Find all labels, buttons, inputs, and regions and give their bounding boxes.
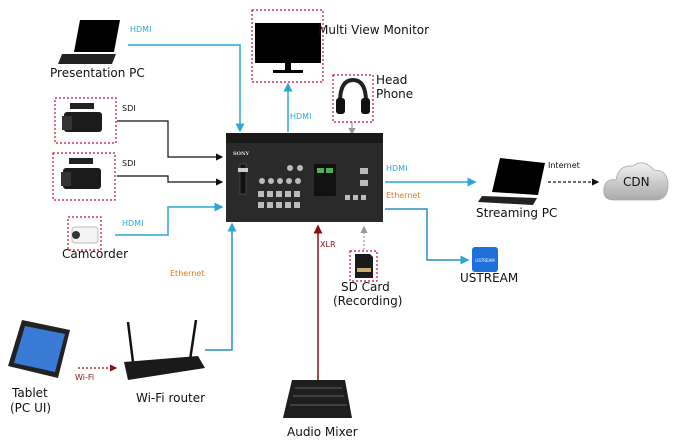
ustream-ethernet-label: Ethernet (386, 191, 420, 200)
cloud-icon (603, 162, 669, 201)
svg-text:USTREAM: USTREAM (460, 271, 518, 285)
tablet-icon (8, 320, 70, 378)
cam1-sdi-label: SDI (122, 104, 136, 113)
camcorder-hdmi: Camcorder (62, 216, 128, 261)
ustream-ethernet-line (385, 208, 470, 265)
headphone-icon (336, 77, 370, 114)
pc-hdmi-label: HDMI (130, 25, 151, 34)
router-icon (124, 319, 205, 380)
sd-card-icon (355, 254, 373, 278)
svg-text:SD Card: SD Card (341, 280, 390, 294)
streaming-pc: Streaming PC (476, 158, 557, 220)
svg-text:Streaming PC: Streaming PC (476, 206, 557, 220)
sd-card: SD Card (Recording) (333, 250, 402, 308)
svg-text:Presentation PC: Presentation PC (50, 66, 145, 80)
router-ethernet-line (205, 222, 237, 351)
svg-text:(PC UI): (PC UI) (10, 401, 51, 415)
monitor-icon (255, 23, 321, 73)
cam2-sdi-label: SDI (122, 159, 136, 168)
audio-mixer: Audio Mixer (283, 380, 358, 439)
video-camera-icon (61, 158, 101, 189)
svg-text:Head: Head (376, 73, 407, 87)
svg-text:(Recording): (Recording) (333, 294, 402, 308)
svg-text:Phone: Phone (376, 87, 413, 101)
svg-text:Multi View Monitor: Multi View Monitor (318, 23, 429, 37)
presentation-pc: Presentation PC (50, 20, 145, 80)
cdn-cloud: CDN (603, 162, 669, 201)
monitor-hdmi-label: HDMI (290, 112, 311, 121)
multi-view-monitor: Multi View Monitor (251, 9, 429, 83)
tablet: Tablet (PC UI) (8, 320, 70, 415)
svg-text:Camcorder: Camcorder (62, 247, 128, 261)
switcher-brand: SONY (233, 151, 250, 157)
headphone: Head Phone (332, 73, 413, 123)
connections (78, 44, 600, 380)
xlr-label: XLR (320, 240, 336, 249)
camcorder-sdi-1 (54, 97, 117, 144)
cam2-sdi-line (117, 175, 224, 186)
svg-text:USTREAM: USTREAM (475, 258, 495, 263)
camcorder-hdmi-line (115, 202, 224, 236)
action-camera-icon (71, 226, 99, 244)
pc-hdmi-line (128, 44, 245, 133)
streaming-hdmi-label: HDMI (386, 164, 407, 173)
svg-text:Wi-Fi router: Wi-Fi router (136, 391, 205, 405)
router-ethernet-label: Ethernet (170, 269, 204, 278)
video-camera-icon (62, 103, 102, 132)
video-switcher: SONY (226, 133, 383, 222)
mixer-icon (283, 380, 352, 418)
ustream-logo (472, 247, 498, 272)
wifi-router: Wi-Fi router (124, 319, 205, 405)
svg-text:Audio Mixer: Audio Mixer (287, 425, 358, 439)
svg-text:Tablet: Tablet (11, 386, 48, 400)
laptop-icon (58, 20, 120, 64)
wifi-label: Wi-Fi (75, 373, 94, 382)
ustream: USTREAM USTREAM (460, 247, 518, 285)
camcorder-sdi-2 (52, 152, 116, 201)
cam1-sdi-line (117, 120, 224, 161)
svg-text:CDN: CDN (623, 175, 650, 189)
laptop-icon (478, 158, 545, 205)
internet-label: Internet (548, 161, 580, 170)
camcorder-hdmi-label: HDMI (122, 219, 143, 228)
